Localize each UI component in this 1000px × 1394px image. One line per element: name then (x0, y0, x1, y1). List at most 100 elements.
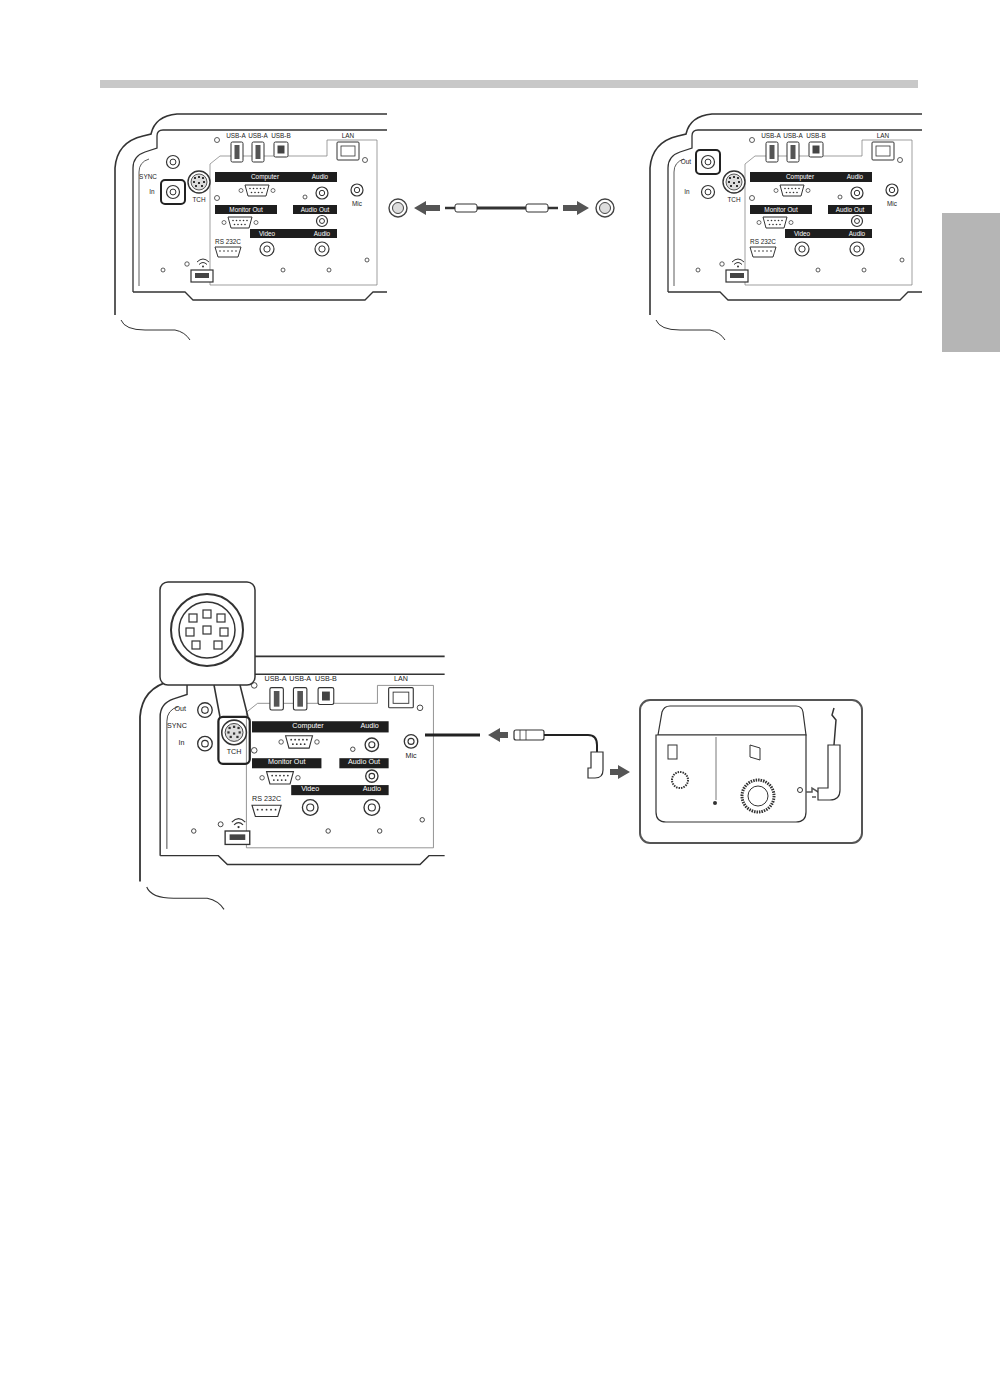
device-slot (750, 745, 760, 760)
usb-a-port (787, 142, 799, 162)
jack-inner (705, 189, 711, 195)
usb-a-tongue (791, 145, 796, 159)
usb-b-port (274, 142, 288, 157)
callout-pointer (214, 685, 220, 717)
screw (420, 818, 424, 822)
jack-outer (851, 187, 863, 199)
jack-inner (319, 190, 324, 195)
device-top (658, 706, 806, 735)
tch-pin (227, 731, 229, 733)
tch-pin (729, 177, 731, 179)
housing-outline (650, 114, 922, 315)
panel-frame (160, 674, 444, 855)
tch-pin (239, 731, 241, 733)
zoom-pin (220, 628, 228, 636)
port-label: Audio (314, 230, 330, 236)
tch-port-inner (726, 174, 742, 190)
device-seam (716, 737, 717, 800)
port-label: Audio (360, 723, 378, 730)
panel-recess (674, 159, 684, 286)
db9-pin (227, 250, 229, 252)
port-label: USB-A (226, 132, 246, 138)
screw (326, 829, 330, 833)
jack-outer (260, 242, 274, 256)
vga-port (780, 185, 804, 196)
port-label: Mic (352, 201, 362, 207)
port-label: Mic (405, 753, 416, 760)
jack-inner (368, 804, 375, 811)
vga-pin (789, 192, 791, 194)
port-label: Monitor Out (229, 206, 262, 212)
screw (720, 262, 724, 266)
port-label: USB-B (315, 677, 337, 684)
tch-pin (728, 181, 730, 183)
port-label: In (149, 189, 154, 195)
label-bar (252, 758, 321, 768)
vga-pin (279, 775, 281, 777)
jack-inner (202, 707, 209, 714)
screw (279, 740, 283, 744)
l-plug (588, 752, 603, 778)
port-label: In (178, 740, 184, 747)
jack-outer (404, 735, 417, 748)
vga-pin (244, 224, 246, 226)
jack-symbol (600, 203, 611, 214)
arrow-right (610, 765, 630, 779)
usb-a-tongue (235, 145, 240, 159)
vga-port (245, 185, 269, 196)
screw (816, 268, 820, 272)
port-label: USB-B (271, 132, 291, 138)
label-bar (215, 205, 277, 214)
db9-pin (261, 809, 263, 811)
device-dial (672, 772, 688, 788)
tch-pin (203, 181, 205, 183)
rs232c-port (252, 805, 281, 816)
vga-pin (263, 188, 265, 190)
vga-pin (298, 739, 300, 741)
jack-inner (170, 189, 176, 195)
vga-pin (300, 743, 302, 745)
vga-pin (771, 220, 773, 222)
jack-symbol (389, 199, 407, 217)
vga-pin (251, 192, 253, 194)
db9-pin (758, 250, 760, 252)
db9-pin (762, 250, 764, 252)
jack-outer (702, 186, 715, 199)
vga-pin (258, 192, 260, 194)
label-bar (250, 229, 337, 238)
cable (425, 734, 480, 737)
tch-pin (228, 727, 230, 729)
vga-pin (249, 188, 251, 190)
lan-port (337, 142, 359, 160)
port-label: USB-A (248, 132, 268, 138)
usb-b-core (322, 692, 330, 701)
housing-outline (115, 114, 387, 315)
vga-pin (273, 779, 275, 781)
panel-frame-bottom (133, 292, 387, 300)
screw (303, 195, 307, 199)
vga-pin (304, 743, 306, 745)
vga-pin (246, 220, 248, 222)
port-label: TCH (227, 749, 242, 756)
vga-port (267, 772, 294, 784)
lan-port (389, 688, 414, 708)
jack-symbol (393, 203, 404, 214)
port-label: Computer (251, 174, 279, 180)
tch-pin (233, 726, 235, 728)
port-label: Out (175, 706, 187, 713)
tch-pin (233, 732, 235, 734)
jack-inner (170, 159, 176, 165)
jack-outer (198, 703, 213, 718)
port-label: RS 232C (215, 239, 241, 245)
screw (218, 822, 223, 827)
vga-pin (302, 739, 304, 741)
screw (251, 748, 257, 754)
plug-tip (548, 207, 558, 210)
port-label: Computer (292, 723, 323, 730)
usb-a-port (766, 142, 778, 162)
vga-pin (281, 779, 283, 781)
port-label: USB-A (289, 677, 311, 684)
plug (526, 204, 548, 212)
vga-pin (793, 192, 795, 194)
